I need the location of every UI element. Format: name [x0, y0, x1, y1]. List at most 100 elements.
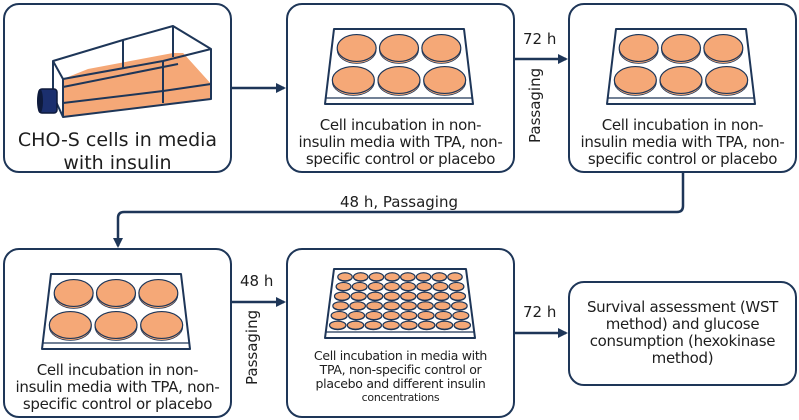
well [423, 65, 467, 96]
six-well-plate-icon [41, 273, 191, 350]
edge-label-48h-passaging: 48 h, Passaging [340, 193, 459, 211]
step-label-line: consumption (hexokinase [589, 332, 776, 350]
well [433, 291, 450, 302]
well [417, 310, 435, 321]
well [434, 310, 453, 321]
well [95, 278, 137, 309]
well [377, 65, 421, 96]
arrow-step3-step4 [113, 172, 685, 248]
well [347, 310, 366, 321]
step-label-line: insulin media with TPA, non- [580, 133, 785, 151]
edge-label-48h-bottom: 48 h [240, 272, 274, 290]
step-box-incubation-3: Cell incubation in non- insulin media wi… [3, 248, 232, 418]
well [383, 281, 400, 292]
step-label-line: insulin media with TPA, non- [15, 378, 220, 396]
well [346, 320, 365, 331]
step-label: Cell incubation in non- insulin media wi… [570, 117, 795, 168]
edge-label-passaging-bottom: Passaging [243, 309, 261, 385]
step-label: Cell incubation in non- insulin media wi… [288, 117, 513, 168]
step-label-line: TPA, non-specific control or [319, 362, 482, 377]
well [368, 272, 385, 282]
well [366, 301, 383, 311]
well [447, 272, 463, 282]
step-label-line: specific control or placebo [22, 395, 213, 413]
well [660, 33, 702, 64]
well [703, 33, 744, 64]
forty-eight-well-plate-icon [324, 268, 476, 339]
step-label-line: concentrations [361, 391, 440, 404]
step-label-line: Survival assessment (WST [586, 298, 779, 316]
well [335, 281, 352, 292]
well [416, 281, 433, 292]
step-label-line: placebo and different insulin [315, 376, 486, 391]
edge-label-72h-bottom: 72 h [523, 303, 557, 321]
well [383, 301, 400, 311]
well [140, 310, 184, 341]
step-label-line: Cell incubation in non- [601, 116, 764, 134]
well [453, 320, 472, 331]
well [349, 301, 367, 311]
step-box-incubation-1: Cell incubation in non- insulin media wi… [286, 3, 515, 173]
well [350, 291, 367, 302]
well [452, 310, 470, 321]
well [94, 310, 138, 341]
step-label: Cell incubation in non- insulin media wi… [5, 362, 230, 413]
well [400, 310, 418, 321]
well [336, 33, 377, 64]
well [448, 281, 465, 292]
well [618, 33, 659, 64]
step-box-survival-assessment: Survival assessment (WST method) and glu… [568, 281, 797, 386]
well [330, 310, 348, 321]
step-label-line: method) and glucose [605, 315, 760, 333]
well [383, 291, 400, 302]
step-label-line: with insulin [63, 152, 172, 174]
well [435, 320, 454, 331]
step-label-line: CHO-S cells in media [17, 129, 218, 151]
step-label: CHO-S cells in media with insulin [5, 129, 230, 175]
well [331, 65, 375, 96]
well [382, 320, 400, 331]
edge-label-72h-top: 72 h [523, 30, 557, 48]
well [332, 301, 350, 311]
well [48, 310, 92, 341]
well [364, 320, 383, 331]
well [433, 301, 451, 311]
step-label-line: insulin media with TPA, non- [298, 133, 503, 151]
well [417, 320, 436, 331]
well [400, 320, 418, 331]
well [400, 272, 416, 282]
step-box-insulin-concentrations: Cell incubation in media with TPA, non-s… [286, 248, 515, 418]
step-label: Survival assessment (WST method) and glu… [570, 299, 795, 367]
step-label-line: specific control or placebo [305, 150, 496, 168]
well [337, 272, 353, 282]
step-box-incubation-2: Cell incubation in non- insulin media wi… [568, 3, 797, 173]
well [384, 272, 400, 282]
well [382, 310, 400, 321]
well [352, 272, 369, 282]
well [400, 281, 417, 292]
well [366, 291, 384, 302]
well [659, 65, 703, 96]
well [421, 33, 462, 64]
well [400, 301, 417, 311]
edge-label-passaging-top: Passaging [526, 67, 544, 143]
well [415, 272, 432, 282]
well [367, 281, 384, 292]
well [351, 281, 368, 292]
well [449, 291, 467, 302]
step-label: Cell incubation in media with TPA, non-s… [288, 349, 513, 405]
well [328, 320, 347, 331]
step-box-cho-s-cells: CHO-S cells in media with insulin [3, 3, 232, 175]
step-label-line: Cell incubation in non- [319, 116, 482, 134]
step-label-line: Cell incubation in media with [313, 348, 488, 363]
well [138, 278, 179, 309]
well [378, 33, 420, 64]
well [365, 310, 383, 321]
six-well-plate-icon [324, 28, 474, 105]
well [431, 272, 448, 282]
well [450, 301, 468, 311]
well [400, 291, 417, 302]
step-label-line: Cell incubation in non- [36, 361, 199, 379]
well [705, 65, 749, 96]
